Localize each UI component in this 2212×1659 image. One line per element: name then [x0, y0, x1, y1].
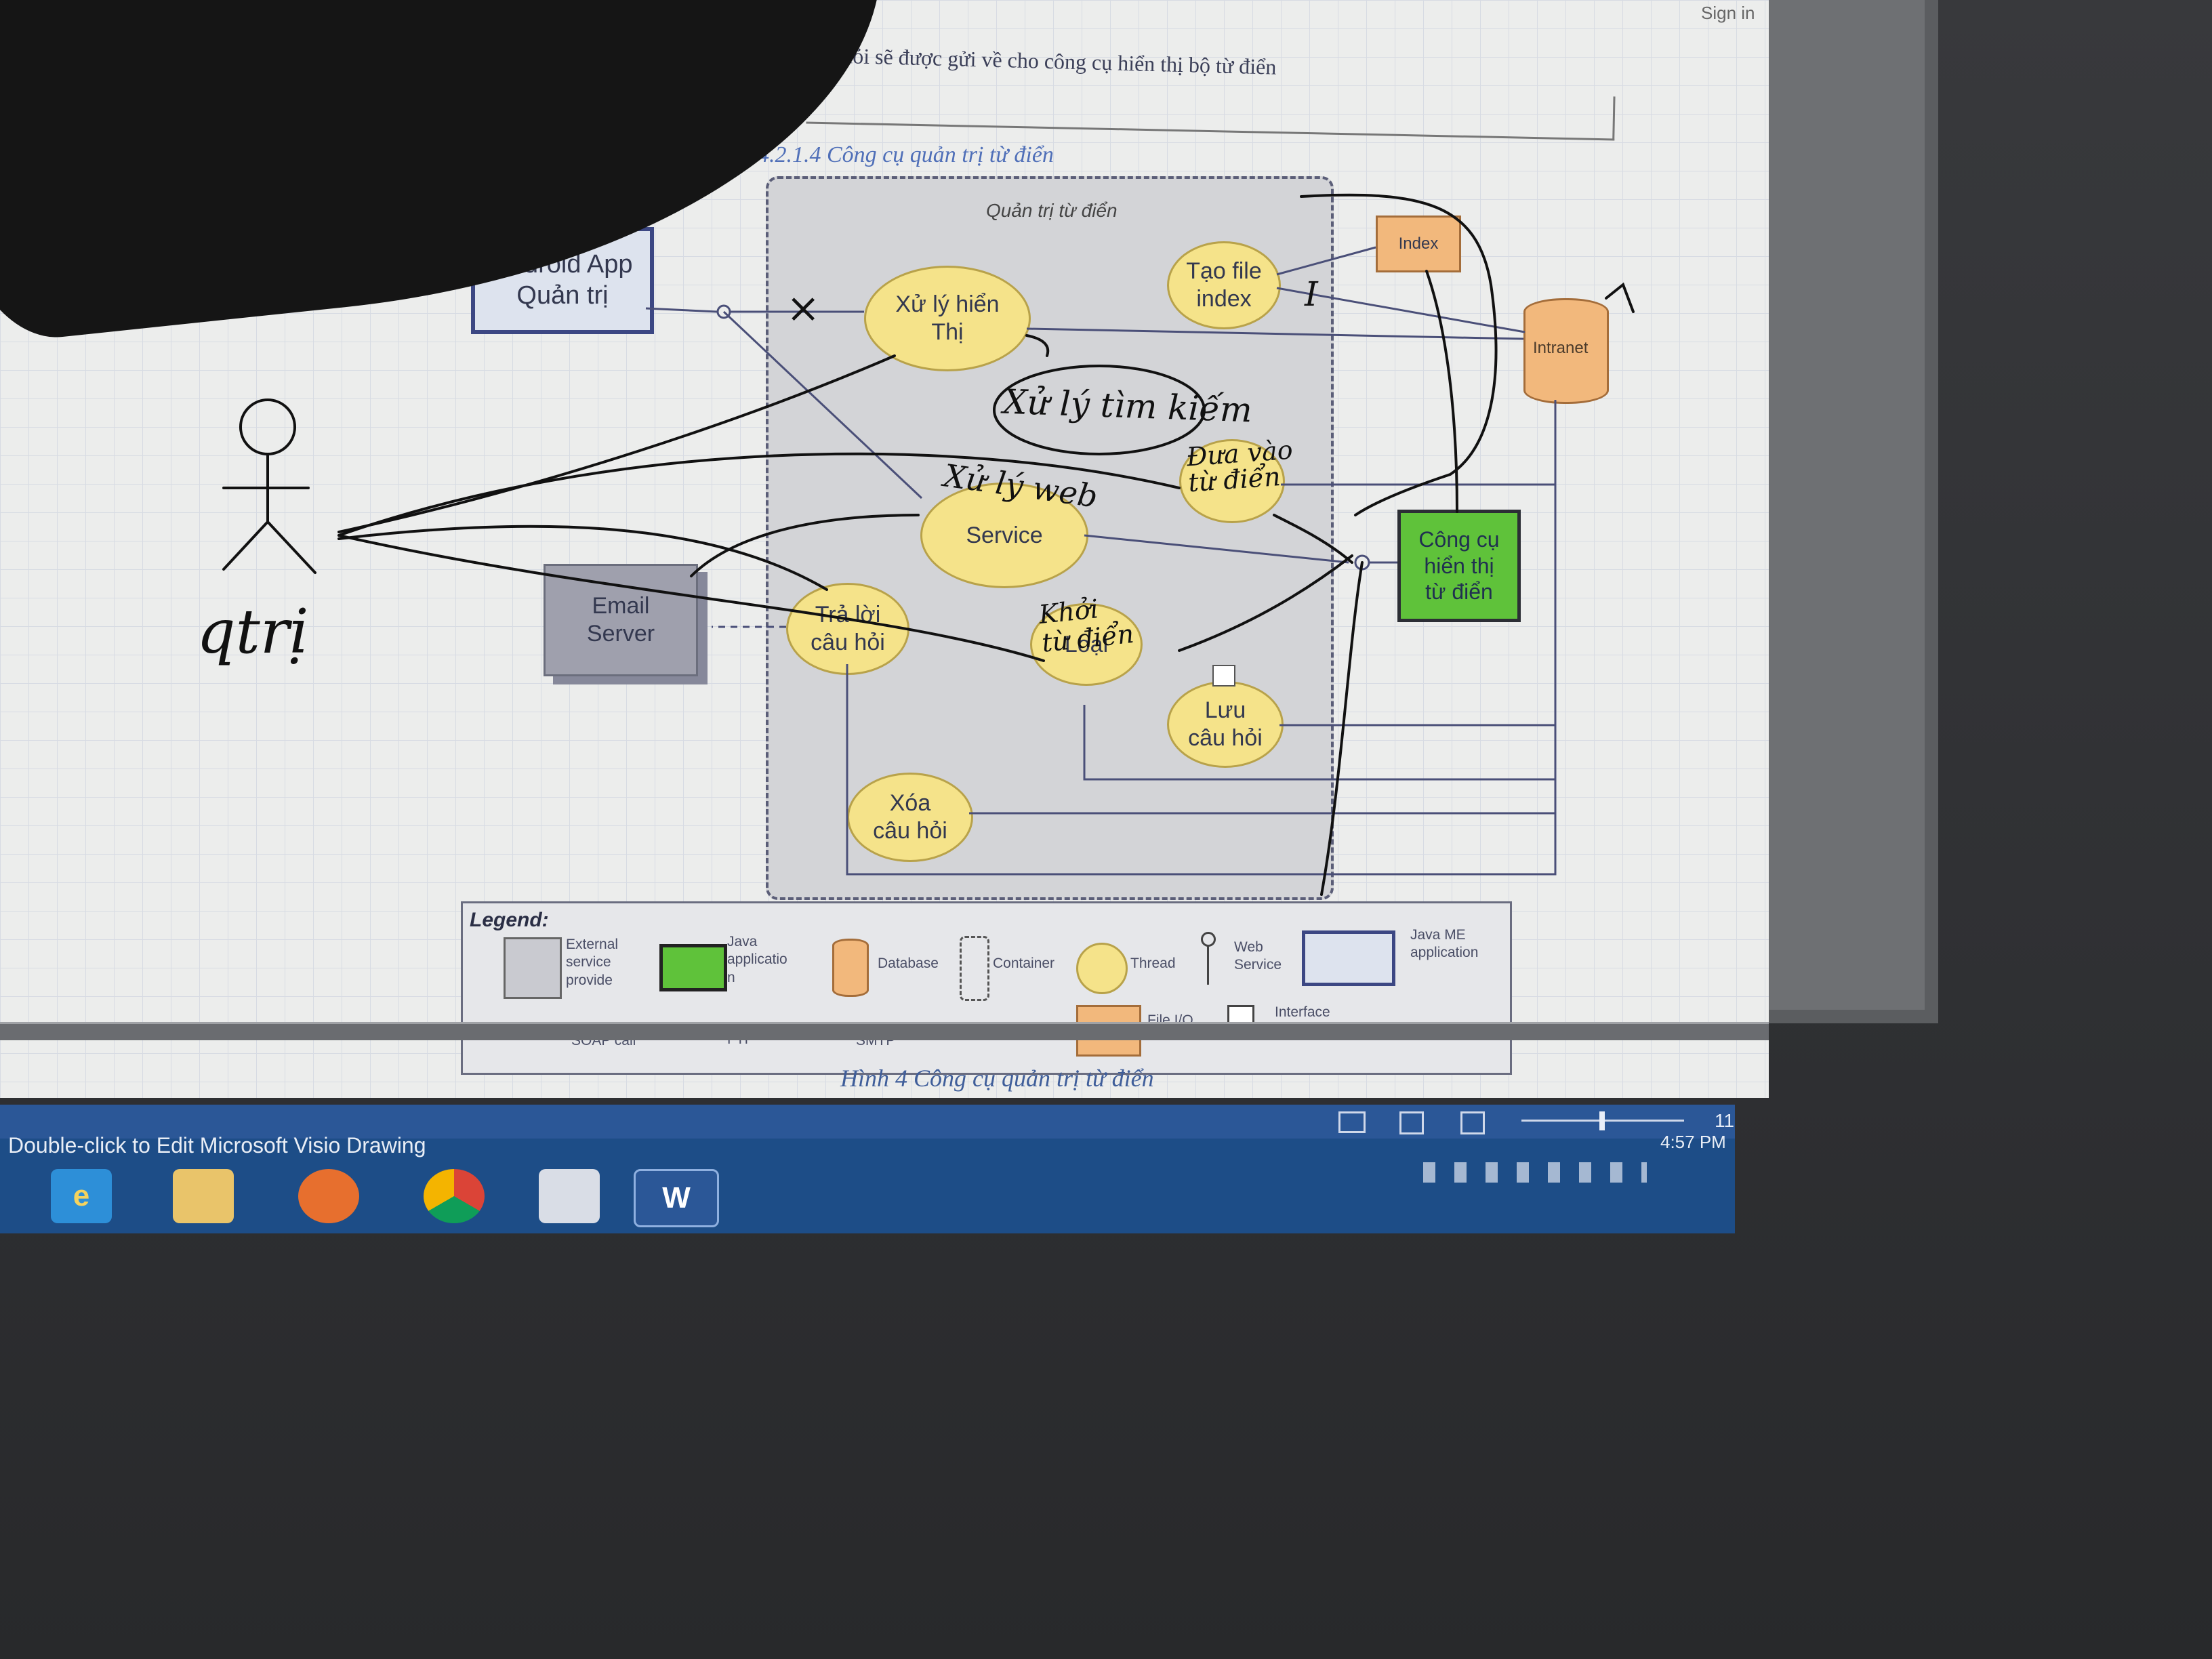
view-web-layout-icon[interactable]: [1460, 1111, 1485, 1134]
thread-xoa-cau-hoi[interactable]: Xóa câu hỏi: [847, 773, 973, 862]
zoom-slider-thumb[interactable]: [1599, 1111, 1605, 1130]
word-icon[interactable]: W: [634, 1169, 719, 1227]
tray-icons[interactable]: [1423, 1162, 1647, 1183]
legend-java-app-label: Java applicatio n: [727, 934, 787, 985]
actor-label-handwritten: qtrị: [197, 596, 309, 668]
status-edit-hint: Double-click to Edit Microsoft Visio Dra…: [8, 1133, 426, 1158]
legend-thread-label: Thread: [1130, 956, 1176, 971]
system-clock[interactable]: 4:57 PM: [1660, 1132, 1726, 1152]
internet-explorer-icon[interactable]: e: [51, 1169, 112, 1223]
thread-tra-loi-cau-hoi[interactable]: Trả lời câu hỏi: [786, 583, 909, 675]
legend-external-swatch: [504, 937, 562, 999]
legend-database-swatch: [832, 939, 869, 997]
cross-mark-handwritten: ×: [786, 285, 821, 332]
legend-java-me-swatch: [1302, 930, 1395, 986]
legend-container-label: Container: [993, 956, 1055, 971]
thread-dua-vao-tu-dien[interactable]: [1179, 439, 1285, 523]
section-heading: 4.2.1.4 Công cụ quản trị từ điển: [758, 142, 1054, 167]
word-status-bar: 11: [0, 1105, 1735, 1139]
legend-external-label: External service provide: [566, 937, 619, 988]
zoom-percent[interactable]: 11: [1715, 1110, 1735, 1131]
roman-one-handwritten: I: [1305, 274, 1318, 314]
figure-caption: Hình 4 Công cụ quản trị từ điển: [840, 1065, 1154, 1092]
network-app-icon[interactable]: [539, 1169, 600, 1223]
legend-java-app-swatch: [659, 944, 727, 991]
thread-xu-ly-hien-thi[interactable]: Xử lý hiển Thị: [864, 266, 1031, 371]
display-tool-box[interactable]: Công cụ hiển thị từ điển: [1397, 510, 1521, 622]
legend-database-label: Database: [878, 956, 939, 971]
sign-in-link[interactable]: Sign in: [1701, 3, 1755, 23]
thread-loai[interactable]: Loại: [1030, 603, 1143, 686]
index-file-box[interactable]: Index: [1376, 216, 1461, 272]
khoi-tu-dien-handwritten: Khởi từ điển: [1037, 594, 1136, 658]
intranet-label: Intranet: [1533, 339, 1589, 357]
legend-thread-swatch: [1076, 943, 1128, 994]
legend-interface-label: Interface: [1275, 1004, 1330, 1020]
thread-luu-cau-hoi[interactable]: Lưu câu hỏi: [1167, 681, 1284, 768]
windows-taskbar: Double-click to Edit Microsoft Visio Dra…: [0, 1132, 1735, 1233]
thread-web-service[interactable]: Service: [920, 483, 1088, 588]
intranet-database[interactable]: [1523, 298, 1609, 404]
legend-web-service-label: Web Service: [1234, 939, 1282, 973]
legend-web-service-circle: [1201, 932, 1216, 947]
view-read-mode-icon[interactable]: [1338, 1111, 1366, 1133]
whiteboard-tray: [0, 1022, 1769, 1040]
diagram-legend: Legend: External service provide Java ap…: [461, 901, 1512, 1075]
legend-container-swatch: [960, 936, 989, 1001]
chrome-icon[interactable]: [424, 1169, 485, 1223]
diagram-connectors: [222, 193, 1635, 896]
view-print-layout-icon[interactable]: [1399, 1111, 1424, 1134]
dua-vao-tu-dien-handwritten: Đưa vào từ điển: [1185, 434, 1294, 498]
thread-tao-file-index[interactable]: Tạo file index: [1167, 241, 1281, 329]
firefox-icon[interactable]: [298, 1169, 359, 1223]
file-explorer-icon[interactable]: [173, 1169, 234, 1223]
legend-web-service-swatch: [1207, 937, 1209, 985]
legend-java-me-label: Java ME application: [1410, 927, 1479, 961]
legend-title: Legend:: [470, 909, 549, 931]
email-server-box[interactable]: Email Server: [544, 564, 698, 676]
container-title: Quản trị từ điển: [986, 200, 1118, 221]
projector-screen-edge: [1748, 0, 1925, 1010]
